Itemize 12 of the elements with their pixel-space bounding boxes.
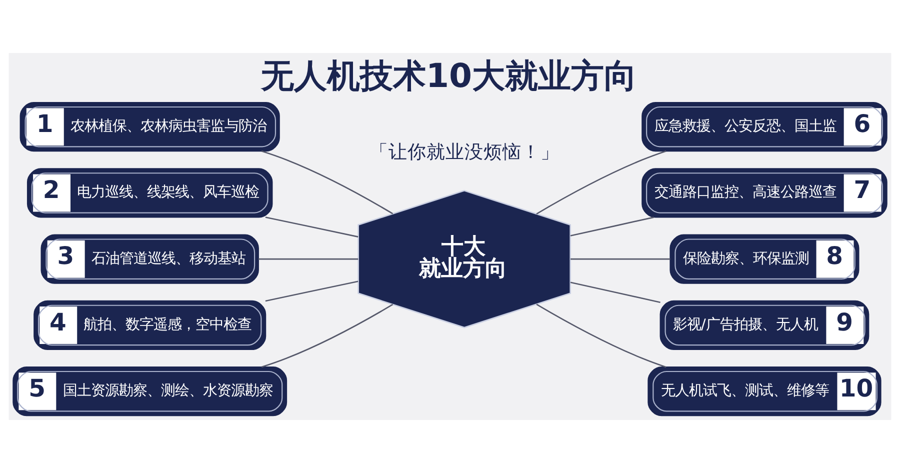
connector	[570, 216, 654, 236]
connector	[536, 303, 666, 368]
connector	[258, 258, 358, 260]
connector	[536, 150, 666, 214]
connector	[265, 280, 358, 302]
connector	[570, 258, 670, 260]
connector	[261, 303, 394, 368]
connector	[261, 150, 394, 214]
connector	[570, 281, 660, 302]
label: 「让你就业没烦恼！」	[369, 141, 560, 162]
connector	[265, 216, 358, 237]
diagram-title: 无人机技术10大就业方向	[260, 56, 637, 95]
